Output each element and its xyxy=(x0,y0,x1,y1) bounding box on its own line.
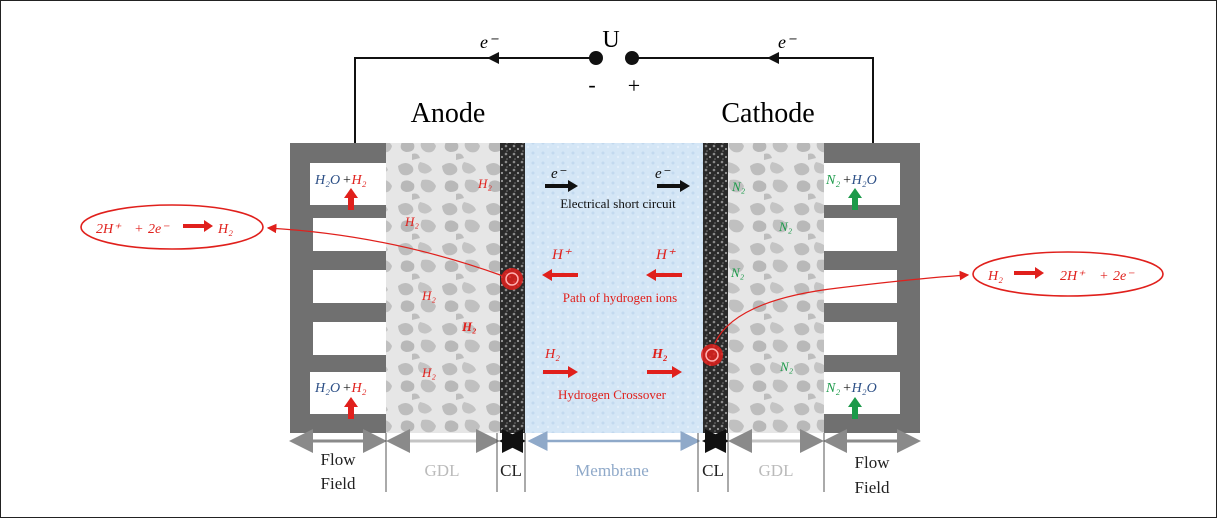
left-reaction-h-plus: 2H⁺ xyxy=(96,222,122,237)
electron-label-left: e⁻ xyxy=(480,32,499,52)
anode-reaction-pointer xyxy=(266,223,504,277)
crossover-arrow-2 xyxy=(647,366,682,378)
crossover-arrow-1 xyxy=(543,366,578,378)
cathode-flow-bottom-arrow xyxy=(848,397,862,419)
cathode-gdl-n2-3: N₂ xyxy=(730,265,745,280)
ion-path-label: Path of hydrogen ions xyxy=(563,290,677,305)
left-reaction-arrow xyxy=(183,220,213,232)
ion-arrow-1 xyxy=(542,269,578,281)
electron-label-right: e⁻ xyxy=(778,32,797,52)
anode-flow-top-arrow xyxy=(344,188,358,210)
layer-label-cl-left: CL xyxy=(500,461,522,480)
layer-label-flow-field-left-line2: Field xyxy=(321,474,356,493)
anode-reaction-site xyxy=(501,268,523,290)
cathode-flow-bottom-label: N₂+H₂O xyxy=(825,381,877,396)
cathode-reaction-bubble: H₂ 2H⁺ + 2e⁻ xyxy=(972,251,1164,297)
ion-arrow-2 xyxy=(646,269,682,281)
cathode-flow-top-label: N₂+H₂O xyxy=(825,173,877,188)
anode-title: Anode xyxy=(411,98,486,129)
anode-flow-top-label: H₂O+H₂ xyxy=(314,173,367,188)
anode-gdl-h2-3: H₂ xyxy=(421,288,436,303)
anode-flow-field xyxy=(290,143,386,433)
right-reaction-arrow xyxy=(1014,267,1044,279)
right-reaction-reactant: H₂ xyxy=(987,269,1003,284)
layer-label-gdl-left: GDL xyxy=(425,461,460,480)
ion-label-2: H⁺ xyxy=(655,247,676,263)
short-circuit-arrow-1 xyxy=(545,180,578,192)
minus-sign: - xyxy=(588,72,595,97)
left-reaction-plus: + xyxy=(135,222,143,237)
anode-gdl-h2-5: H₂ xyxy=(421,365,436,380)
cathode-flow-top-arrow xyxy=(848,188,862,210)
terminal-positive xyxy=(625,51,639,65)
layer-label-flow-field-right-line2: Field xyxy=(855,478,890,497)
crossover-label: Hydrogen Crossover xyxy=(558,387,667,402)
layer-label-flow-field-right-line1: Flow xyxy=(855,453,891,472)
left-reaction-electrons: 2e⁻ xyxy=(148,222,170,237)
left-reaction-product: H₂ xyxy=(217,222,233,237)
right-reaction-plus: + xyxy=(1100,269,1108,284)
cathode-reaction-site xyxy=(701,344,723,366)
layer-label-membrane: Membrane xyxy=(575,461,649,480)
crossover-h2-1: H₂ xyxy=(544,347,560,362)
ion-label-1: H⁺ xyxy=(551,247,572,263)
cathode-gdl-n2-4: N₂ xyxy=(779,359,794,374)
short-circuit-arrow-2 xyxy=(657,180,690,192)
anode-flow-bottom-label: H₂O+H₂ xyxy=(314,381,367,396)
anode-gdl xyxy=(386,143,500,433)
cathode-flow-field xyxy=(824,143,920,433)
crossover-h2-2: H₂ xyxy=(651,347,668,362)
layer-label-flow-field-left-line1: Flow xyxy=(321,450,357,469)
cathode-title: Cathode xyxy=(721,98,814,129)
anode-gdl-h2-1: H₂ xyxy=(477,176,492,191)
voltage-label: U xyxy=(602,27,619,53)
membrane xyxy=(525,143,703,433)
short-circuit-e1: e⁻ xyxy=(551,166,567,182)
cathode-catalyst-layer xyxy=(703,143,728,433)
anode-reaction-bubble: 2H⁺ + 2e⁻ H₂ xyxy=(80,204,264,250)
short-circuit-label: Electrical short circuit xyxy=(560,196,676,211)
anode-flow-bottom-arrow xyxy=(344,397,358,419)
right-reaction-h-plus: 2H⁺ xyxy=(1060,269,1086,284)
circuit-wire-right xyxy=(632,57,874,143)
anode-gdl-h2-2: H₂ xyxy=(404,214,419,229)
short-circuit-e2: e⁻ xyxy=(655,166,671,182)
cathode-gdl xyxy=(728,143,824,433)
cathode-reaction-pointer xyxy=(714,270,970,344)
layer-separators xyxy=(385,433,825,492)
layer-label-gdl-right: GDL xyxy=(759,461,794,480)
right-reaction-electrons: 2e⁻ xyxy=(1113,269,1135,284)
anode-gdl-h2-4: H₂ xyxy=(461,319,477,334)
terminal-negative xyxy=(589,51,603,65)
plus-sign: + xyxy=(628,73,640,98)
cathode-gdl-n2-2: N₂ xyxy=(778,219,793,234)
layer-label-cl-right: CL xyxy=(702,461,724,480)
cathode-gdl-n2-1: N₂ xyxy=(731,179,746,194)
